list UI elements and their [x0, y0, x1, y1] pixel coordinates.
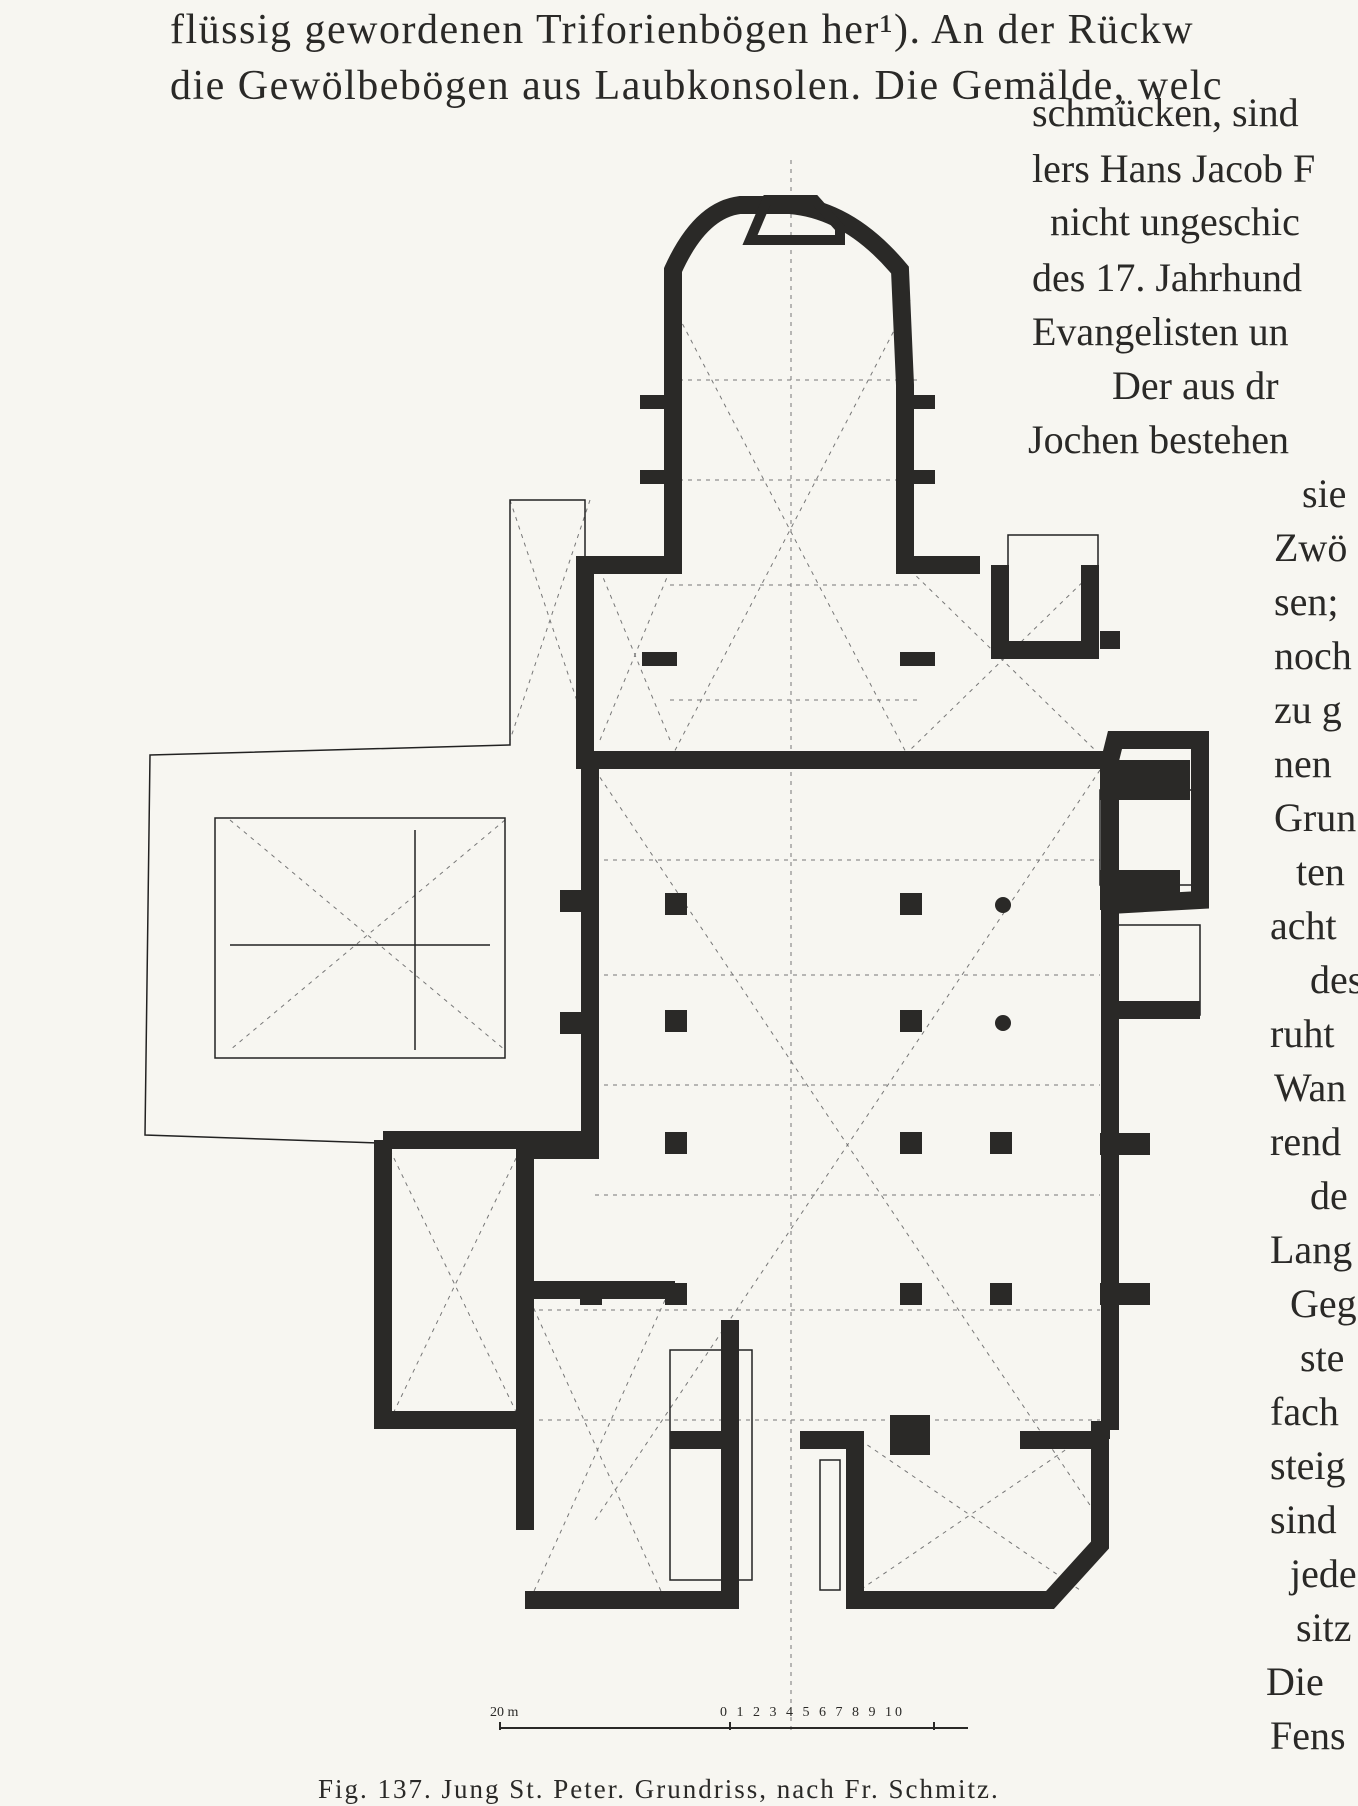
side-text-line: fach: [1270, 1389, 1339, 1434]
side-text-line: Jochen bestehen: [1028, 417, 1290, 462]
side-text-line: Der aus dr: [1112, 363, 1279, 408]
side-text-line: sie: [1302, 471, 1347, 516]
side-text-line: rend: [1270, 1119, 1342, 1164]
piers: [560, 395, 1190, 1455]
side-text-line: sen;: [1274, 579, 1339, 624]
side-text-line: acht: [1270, 903, 1337, 948]
walls: [374, 195, 1209, 1609]
side-text-line: sind: [1270, 1497, 1337, 1542]
side-text-line: lers Hans Jacob F: [1032, 146, 1316, 191]
scale-label-20m: 20 m: [490, 1705, 519, 1720]
side-text-line: Die: [1266, 1659, 1324, 1704]
side-text-line: nen: [1274, 741, 1332, 786]
figure-caption: Fig. 137. Jung St. Peter. Grundriss, nac…: [318, 1774, 1000, 1804]
thin-outlines: [144, 499, 1201, 1591]
side-text-line: Lang: [1270, 1227, 1353, 1272]
side-text-line: jede: [1290, 1551, 1357, 1596]
side-text-line: Zwö: [1274, 525, 1348, 570]
floor-plan-figure: [144, 160, 1209, 1730]
body-text-line-2: die Gewölbebögen aus Laubkonsolen. Die G…: [170, 63, 1224, 109]
side-text-line: ruht: [1270, 1011, 1335, 1056]
side-text-line: steig: [1270, 1443, 1346, 1488]
side-text-line: noch: [1274, 633, 1352, 678]
side-text-line: des: [1310, 957, 1358, 1002]
construction-lines: [229, 160, 1101, 1730]
side-text-line: Geg: [1290, 1281, 1357, 1326]
side-text-line: ten: [1296, 849, 1345, 894]
side-text-line: Grun: [1274, 795, 1357, 840]
scale-bar: [499, 1722, 968, 1730]
side-text-line: nicht ungeschic: [1050, 199, 1300, 244]
side-text-line: sitz: [1296, 1605, 1352, 1650]
body-text-line-1: flüssig gewordenen Triforienbögen her¹).…: [170, 7, 1195, 53]
side-text-line: zu g: [1274, 687, 1342, 732]
side-text-line: des 17. Jahrhund: [1032, 255, 1302, 300]
side-text-line: Fens: [1270, 1713, 1346, 1758]
side-text-line: Evangelisten un: [1032, 309, 1289, 354]
side-text-line: de: [1310, 1173, 1348, 1218]
side-text-line: schmücken, sind: [1032, 90, 1299, 135]
scale-label-0-10: 0 1 2 3 4 5 6 7 8 9 10: [720, 1705, 905, 1720]
side-text-line: ste: [1300, 1335, 1345, 1380]
side-text-line: Wan: [1274, 1065, 1347, 1110]
